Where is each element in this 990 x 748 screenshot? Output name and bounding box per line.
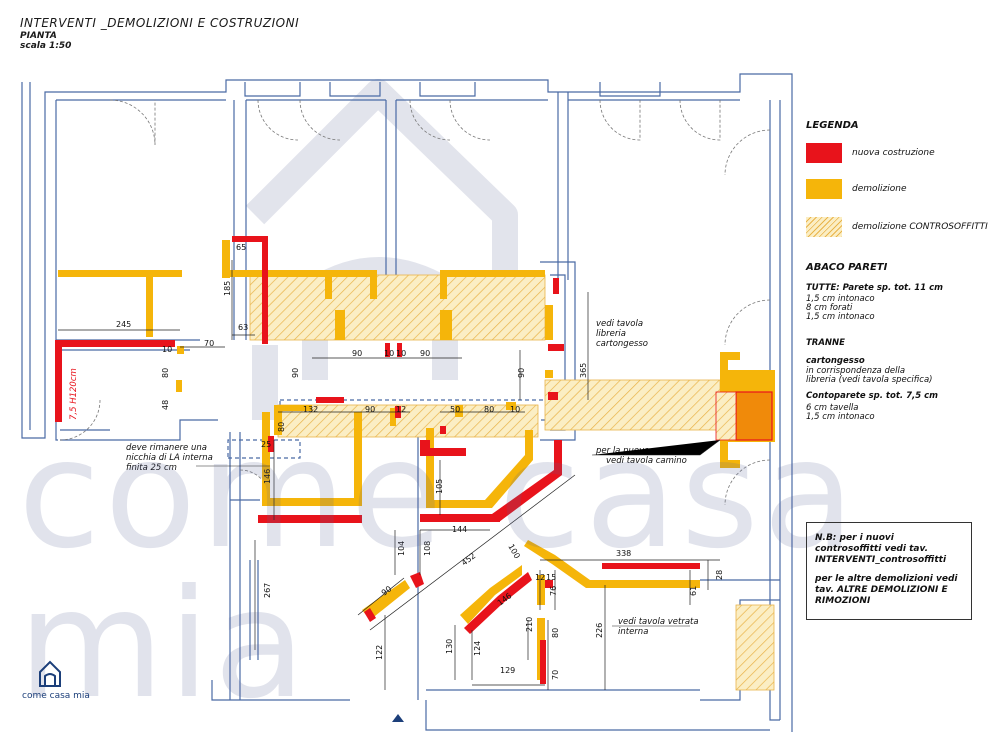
note-libreria: cartongesso <box>596 339 648 349</box>
dim-label: 48 <box>161 400 170 410</box>
dim-label: 90 <box>420 349 430 358</box>
dim-label: 70 <box>204 339 214 348</box>
abaco-cartongesso-line: libreria (vedi tavola specifica) <box>806 375 933 385</box>
north-arrow-icon <box>392 714 404 722</box>
dim-label: 105 <box>435 479 444 494</box>
dim-label: 61 <box>689 586 698 596</box>
dim-label: 70 <box>551 670 560 680</box>
nb-line: tav. ALTRE DEMOLIZIONI E <box>815 585 948 595</box>
nb-line: N.B: per i nuovi <box>815 533 894 543</box>
dim-label: 80 <box>551 628 560 638</box>
dim-label: 108 <box>423 541 432 556</box>
abaco-cartongesso-title: cartongesso <box>806 356 865 366</box>
dim-label: 132 <box>303 405 318 414</box>
ceiling-demolition-areas <box>249 274 775 691</box>
abaco-controparete-line: 1,5 cm intonaco <box>806 412 875 422</box>
note-libreria: vedi tavola <box>596 319 643 329</box>
dim-label: 28 <box>715 570 724 580</box>
dim-label: 10 <box>510 405 520 414</box>
abaco-tutte-line: 8 cm forati <box>806 303 853 313</box>
dim-label: 10 <box>162 345 172 354</box>
logo-text: come casa mia <box>22 691 90 701</box>
dimension-labels: 245 70 10 80 48 65 185 63 90 10 10 90 90… <box>116 243 724 680</box>
dim-label: 15 <box>546 573 556 582</box>
dim-label: 63 <box>238 323 248 332</box>
abaco-tutte-title: TUTTE: Parete sp. tot. 11 cm <box>806 283 943 293</box>
dim-label: 80 <box>277 422 286 432</box>
nb-line: controsoffitti vedi tav. <box>815 544 929 554</box>
legend-title: LEGENDA <box>806 120 859 131</box>
dim-label: 185 <box>223 281 232 296</box>
dim-label: 90 <box>352 349 362 358</box>
legend-label-new: nuova costruzione <box>852 148 935 158</box>
note-vetrata: interna <box>618 627 648 637</box>
logo-house-icon <box>39 660 61 687</box>
dim-label: 80 <box>484 405 494 414</box>
note-nicchia: nicchia di LA interna <box>126 453 213 463</box>
dim-label: 146 <box>263 469 272 484</box>
dim-label: 124 <box>473 641 482 656</box>
legend-swatch-demolition <box>806 179 842 199</box>
dim-label: 365 <box>579 363 588 378</box>
legend-label-demolition: demolizione <box>852 184 907 194</box>
leader-lines <box>196 439 721 627</box>
fireplace-inner <box>715 391 737 441</box>
dim-label: 245 <box>116 320 131 329</box>
dim-label: 12 <box>535 573 545 582</box>
dim-label: 12 <box>396 405 406 414</box>
legend-label-ceiling: demolizione CONTROSOFFITTI <box>852 222 988 232</box>
note-h120: 7,5 H120cm <box>69 368 79 420</box>
dim-label: 144 <box>452 525 467 534</box>
dim-label: 338 <box>616 549 631 558</box>
dim-label: 25 <box>261 440 271 449</box>
nb-note-box: N.B: per i nuovi controsoffitti vedi tav… <box>806 522 972 620</box>
note-libreria: libreria <box>596 329 626 339</box>
abaco-tutte-line: 1,5 cm intonaco <box>806 312 875 322</box>
abaco-tranne: TRANNE <box>806 338 845 348</box>
abaco-cartongesso-line: in corrispondenza della <box>806 366 906 376</box>
dim-label: 80 <box>161 368 170 378</box>
dim-label: 10 <box>384 349 394 358</box>
abaco-controparete-line: 6 cm tavella <box>806 403 859 413</box>
watermark-text: come casa mia <box>18 408 859 732</box>
dim-label: 267 <box>263 583 272 598</box>
dim-label: 130 <box>445 639 454 654</box>
dim-label: 104 <box>397 541 406 556</box>
dim-label: 10 <box>396 349 406 358</box>
dim-label: 65 <box>236 243 246 252</box>
drawing-title: INTERVENTI _DEMOLIZIONI E COSTRUZIONI <box>20 16 300 30</box>
abaco-title: ABACO PARETI <box>806 262 888 273</box>
dimension-lines <box>58 260 720 690</box>
note-camino: vedi tavola camino <box>606 456 687 466</box>
dim-label: 90 <box>365 405 375 414</box>
abaco-controparete-title: Contoparete sp. tot. 7,5 cm <box>806 391 938 401</box>
note-vetrata: vedi tavola vetrata <box>618 617 699 627</box>
nb-line: per le altre demolizioni vedi <box>815 574 958 584</box>
drawing-scale: scala 1:50 <box>20 41 72 51</box>
dim-label: 129 <box>500 666 515 675</box>
dim-label: 90 <box>517 368 526 378</box>
dim-label: 76 <box>549 586 558 596</box>
nb-line: INTERVENTI_controsoffitti <box>815 555 947 565</box>
dim-label: 90 <box>291 368 300 378</box>
legend-swatch-ceiling <box>806 217 842 237</box>
door-swings <box>59 99 771 506</box>
fireplace <box>735 391 773 441</box>
legend-swatch-new <box>806 143 842 163</box>
dim-label: 122 <box>375 645 384 660</box>
note-nicchia: finita 25 cm <box>126 463 177 473</box>
dim-label: 226 <box>595 623 604 638</box>
nb-line: RIMOZIONI <box>815 596 871 606</box>
dim-label: 210 <box>525 617 534 632</box>
dim-label: 50 <box>450 405 460 414</box>
note-nicchia: deve rimanere una <box>126 443 207 453</box>
abaco-tutte-line: 1,5 cm intonaco <box>806 294 875 304</box>
drawing-subtitle: PIANTA <box>20 31 57 41</box>
new-construction-walls <box>55 236 700 684</box>
